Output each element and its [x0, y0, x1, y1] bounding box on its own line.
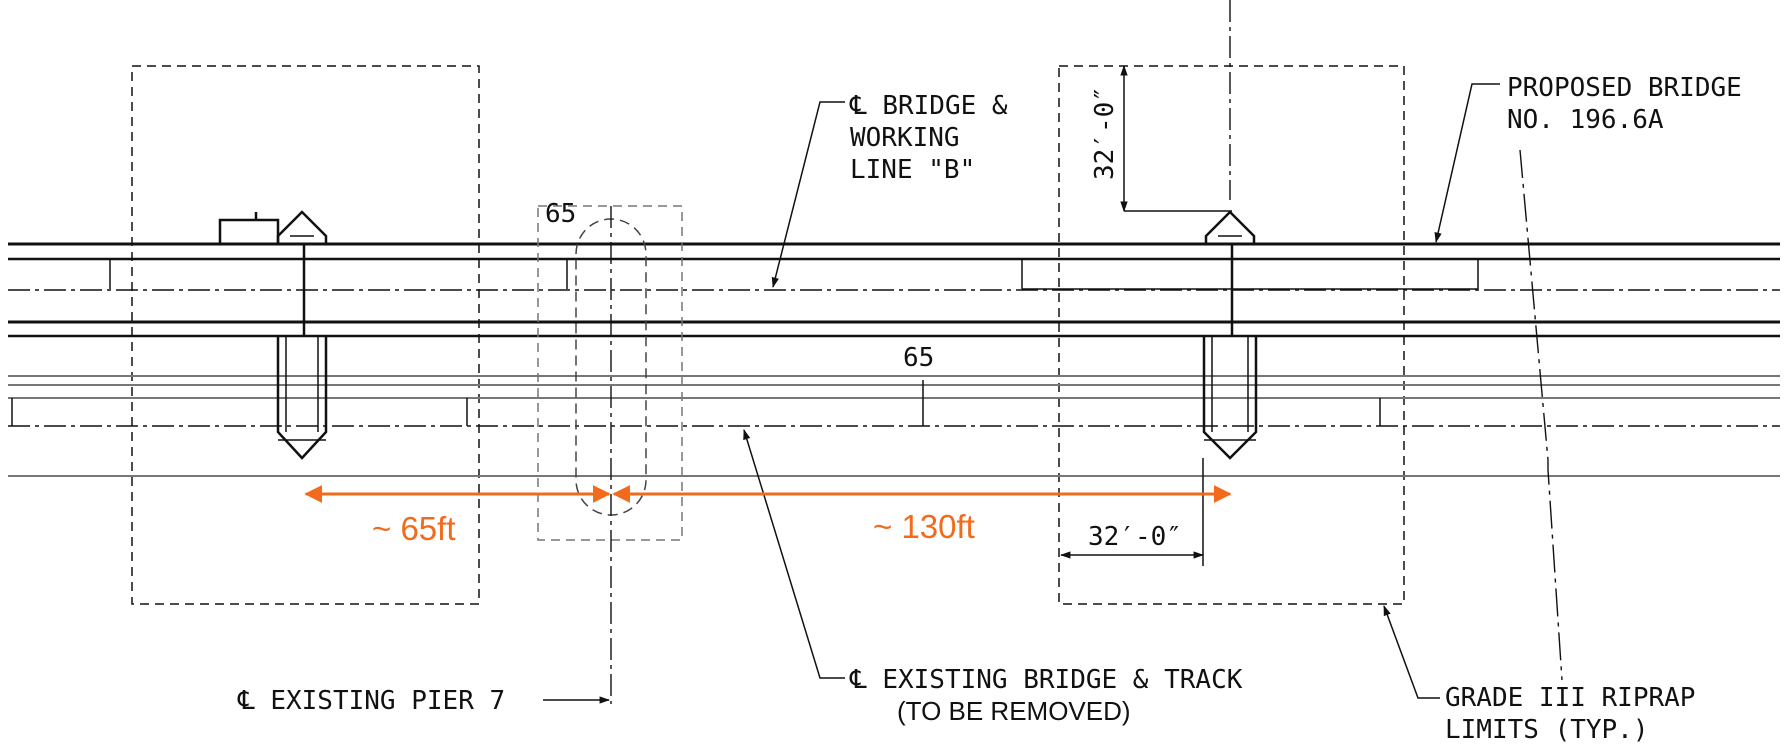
- existing-pier-label: ℄ EXISTING PIER 7: [237, 686, 505, 716]
- svg-text:WORKING: WORKING: [850, 123, 960, 153]
- existing-bridge-deck: [8, 375, 1780, 477]
- svg-text:NO. 196.6A: NO. 196.6A: [1507, 105, 1664, 135]
- vertical-dimension-label: 32′-0″: [1090, 86, 1120, 180]
- cl-bridge-label: ℄ BRIDGE & WORKING LINE "B": [849, 91, 1008, 185]
- to-be-removed-label: (TO BE REMOVED): [897, 696, 1131, 726]
- existing-bridge-label: ℄ EXISTING BRIDGE & TRACK: [849, 665, 1243, 695]
- existing-pier-7: [537, 205, 683, 704]
- abutment-outline: [218, 212, 280, 244]
- svg-text:℄ BRIDGE &: ℄ BRIDGE &: [849, 91, 1008, 121]
- vertical-dimension: [1120, 64, 1232, 213]
- left-distance-label: ~ 65ft: [372, 510, 455, 547]
- cl-bridge-leader: [771, 101, 845, 289]
- riprap-limit-box-right: [1058, 65, 1405, 605]
- right-distance-label: ~ 130ft: [873, 508, 975, 545]
- proposed-bridge-leader: [1434, 83, 1500, 244]
- existing-span-ticks: [11, 380, 1381, 426]
- svg-text:GRADE III RIPRAP: GRADE III RIPRAP: [1445, 683, 1695, 713]
- svg-text:LINE "B": LINE "B": [850, 155, 975, 185]
- proposed-pier-right: [1202, 210, 1258, 460]
- svg-text:PROPOSED BRIDGE: PROPOSED BRIDGE: [1507, 73, 1742, 103]
- svg-text:LIMITS (TYP.): LIMITS (TYP.): [1445, 715, 1649, 745]
- proposed-bridge-label: PROPOSED BRIDGE NO. 196.6A: [1507, 73, 1742, 135]
- pier-box-number: 65: [545, 199, 576, 229]
- horizontal-dimension-label: 32′-0″: [1088, 522, 1182, 552]
- riprap-label: GRADE III RIPRAP LIMITS (TYP.): [1445, 683, 1695, 745]
- proposed-pier-left: [276, 210, 328, 460]
- bridge-196-6a-centerline: [1519, 149, 1563, 681]
- horizontal-dimension: [1059, 458, 1205, 566]
- span-number: 65: [903, 343, 934, 373]
- existing-bridge-leader: [743, 428, 845, 679]
- riprap-leader: [1383, 605, 1440, 699]
